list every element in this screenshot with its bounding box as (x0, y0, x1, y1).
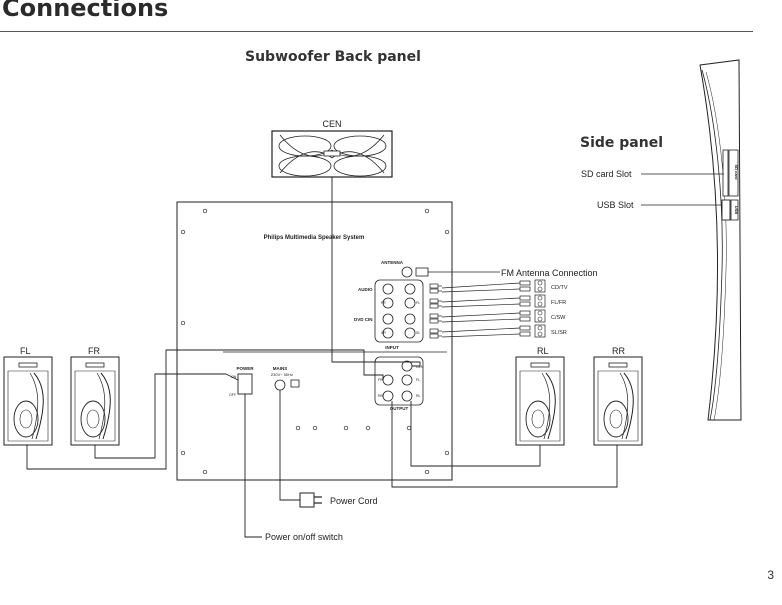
speaker-fl-label: FL (20, 346, 31, 356)
subwoofer-brand: Philips Multimedia Speaker System (264, 235, 365, 241)
audio-input-label: AUDIO (358, 287, 373, 292)
input-cables (429, 279, 546, 339)
power-on-label: ON (231, 375, 237, 379)
output-port-rr: RR (378, 394, 384, 398)
input-panel (374, 279, 424, 343)
input-source-flfr: FL/FR (551, 300, 566, 306)
input-label: INPUT (385, 345, 399, 350)
speaker-rr-label: RR (612, 346, 625, 356)
center-speaker (271, 130, 393, 178)
input-source-slsr: SL/SR (551, 330, 567, 336)
output-panel (374, 356, 424, 406)
output-port-fl: FL (416, 378, 420, 382)
power-off-label: OFF (229, 393, 236, 397)
output-port-fr: FR (378, 378, 383, 382)
speaker-wiring (26, 177, 618, 538)
speaker-fr (70, 356, 120, 446)
input-source-cdtv: CD/TV (551, 285, 568, 291)
power-cord-callout: Power Cord (330, 496, 378, 506)
sd-slot-callout: SD card Slot (581, 169, 632, 179)
fm-antenna-callout: FM Antenna Connection (501, 268, 598, 278)
title-divider (0, 31, 753, 32)
antenna-plug (415, 267, 429, 277)
side-panel-heading: Side panel (580, 135, 664, 151)
antenna-jack (401, 266, 413, 278)
power-cord-plug (299, 492, 322, 508)
side-panel (699, 59, 742, 421)
side-sd-text: SD card (734, 164, 739, 180)
input-port-sr: SR (381, 331, 386, 335)
page-title: Connections (2, 0, 169, 22)
speaker-rr (593, 356, 643, 446)
mains-fuse (290, 379, 300, 388)
page-number: 3 (767, 568, 774, 582)
input-source-csw: C/SW (551, 315, 566, 321)
center-speaker-label: CEN (322, 119, 341, 129)
mains-label: MAINS (273, 366, 288, 371)
speaker-rl (515, 356, 565, 446)
output-port-rl: RL (416, 394, 421, 398)
mains-rating: 230V~ 50Hz (271, 372, 293, 377)
speaker-fr-label: FR (88, 346, 100, 356)
subwoofer-panel (176, 201, 453, 481)
input-port-fl: FL (416, 301, 420, 305)
input-port-sl: SL (416, 331, 420, 335)
antenna-label: ANTENNA (381, 260, 404, 265)
power-switch (237, 373, 253, 395)
output-port-cen: CEN (416, 365, 424, 369)
side-usb-text: USB (734, 206, 739, 215)
power-label: POWER (236, 366, 254, 371)
back-panel-heading: Subwoofer Back panel (245, 49, 421, 65)
power-switch-callout: Power on/off switch (265, 532, 343, 542)
speaker-rl-label: RL (537, 346, 549, 356)
speaker-fl (3, 356, 53, 446)
output-label: OUTPUT (390, 406, 409, 411)
input-port-fr: FR (381, 301, 386, 305)
mains-socket (274, 379, 286, 391)
dvd-input-label: DVD CIN (354, 317, 373, 322)
usb-slot-callout: USB Slot (597, 200, 634, 210)
